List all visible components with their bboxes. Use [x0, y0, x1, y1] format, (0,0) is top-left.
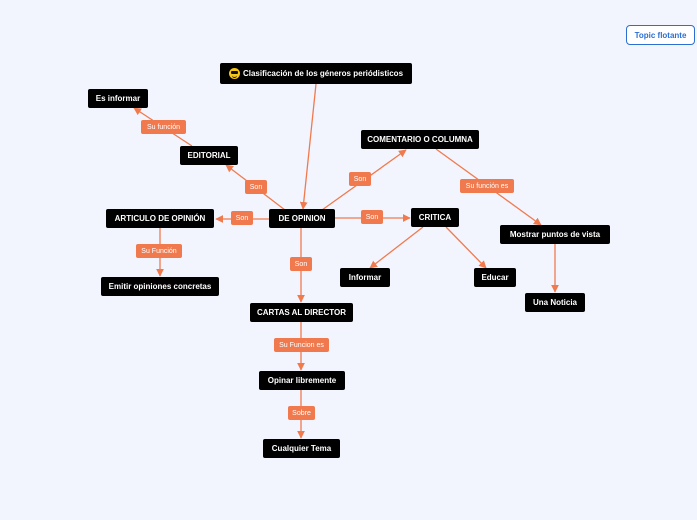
node-cartas[interactable]: CARTAS AL DIRECTOR — [250, 303, 353, 322]
node-articulo[interactable]: ARTICULO DE OPINIÓN — [106, 209, 214, 228]
node-mostrar[interactable]: Mostrar puntos de vista — [500, 225, 610, 244]
label-su-funcion-es-cartas[interactable]: Su Funcion es — [274, 338, 329, 352]
node-educar[interactable]: Educar — [474, 268, 516, 287]
label-son-critica[interactable]: Son — [361, 210, 383, 224]
node-critica[interactable]: CRITICA — [411, 208, 459, 227]
label-su-funcion-articulo[interactable]: Su Función — [136, 244, 182, 258]
label-son-editorial[interactable]: Son — [245, 180, 267, 194]
node-cualquier[interactable]: Cualquier Tema — [263, 439, 340, 458]
node-comentario[interactable]: COMENTARIO O COLUMNA — [361, 130, 479, 149]
node-una-noticia[interactable]: Una Noticia — [525, 293, 585, 312]
root-topic-label: Clasificación de los géneros periódistic… — [242, 69, 404, 78]
label-su-funcion-editorial[interactable]: Su función — [141, 120, 186, 134]
connector-critica-educar — [445, 226, 487, 269]
node-opinar[interactable]: Opinar libremente — [259, 371, 345, 390]
connector-critica-informar — [369, 226, 424, 269]
node-de-opinion[interactable]: DE OPINION — [269, 209, 335, 228]
root-topic[interactable]: Clasificación de los géneros periódistic… — [220, 63, 412, 84]
node-editorial[interactable]: EDITORIAL — [180, 146, 238, 165]
label-son-comentario[interactable]: Son — [349, 172, 371, 186]
node-emitir[interactable]: Emitir opiniones concretas — [101, 277, 219, 296]
label-su-funcion-es-comentario[interactable]: Su función es — [460, 179, 514, 193]
label-sobre[interactable]: Sobre — [288, 406, 315, 420]
floating-topic[interactable]: Topic flotante — [626, 25, 695, 45]
label-son-cartas[interactable]: Son — [290, 257, 312, 271]
sunglasses-smiley-icon — [228, 68, 240, 79]
label-son-articulo[interactable]: Son — [231, 211, 253, 225]
connector-root-deopinion — [299, 83, 317, 210]
node-informar[interactable]: Informar — [340, 268, 390, 287]
node-es-informar[interactable]: Es informar — [88, 89, 148, 108]
